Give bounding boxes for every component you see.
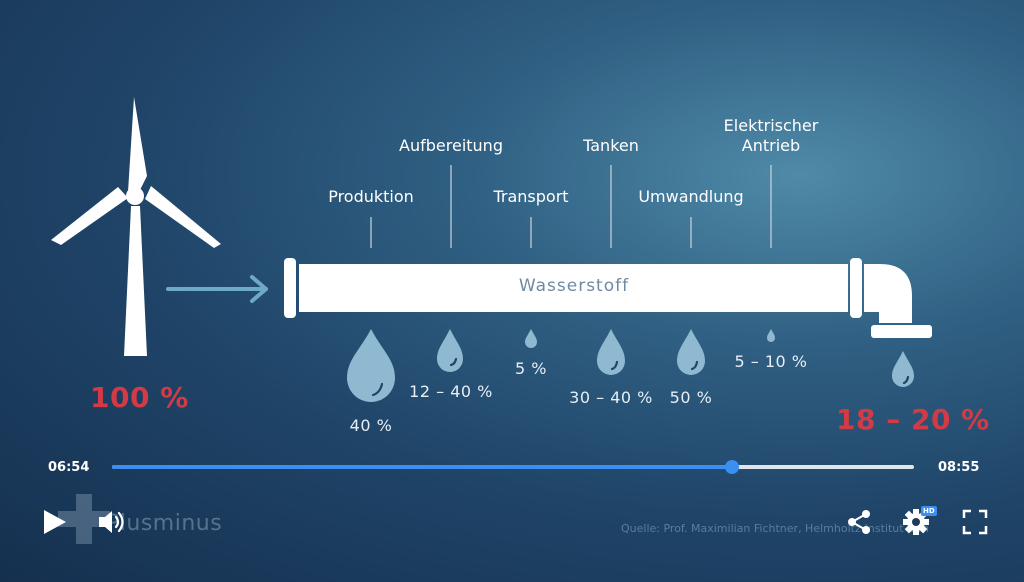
fullscreen-icon: [962, 509, 988, 535]
stage-label-tanken: Tanken: [583, 136, 639, 155]
stage-label-transport: Transport: [493, 187, 569, 206]
stage-label-aufbereitung: Aufbereitung: [399, 136, 503, 155]
volume-icon: [99, 511, 124, 533]
loss-tanken: 30 – 40 %: [569, 388, 653, 407]
loss-produktion: 40 %: [349, 416, 393, 435]
stage-label-produktion: Produktion: [328, 187, 414, 206]
settings-button[interactable]: HD: [902, 506, 937, 536]
hydrogen-pipe: [284, 258, 932, 338]
stage-ticks: [370, 165, 772, 248]
loss-transport: 5 %: [515, 359, 547, 378]
drop-transport: [525, 329, 537, 348]
flow-arrow-icon: [166, 275, 268, 303]
drop-aufbereitung: [437, 329, 463, 372]
share-button[interactable]: [846, 509, 872, 535]
source-credit: Quelle: Prof. Maximilian Fichtner, Helmh…: [621, 522, 929, 535]
fullscreen-button[interactable]: [962, 509, 988, 535]
total-time: 08:55: [938, 460, 980, 475]
progress-bar[interactable]: [112, 460, 914, 474]
drop-output: [892, 351, 914, 387]
loss-aufbereitung: 12 – 40 %: [409, 382, 493, 401]
stage-label-antrieb: Elektrischer Antrieb: [724, 116, 819, 156]
drop-produktion: [347, 329, 395, 402]
volume-button[interactable]: [97, 509, 127, 535]
output-percentage: 18 – 20 %: [836, 403, 990, 436]
current-time: 06:54: [48, 460, 90, 475]
stage-label-antrieb-line1: Elektrischer: [723, 116, 819, 135]
plusminus-logo-icon: [58, 494, 110, 544]
progress-fill: [112, 465, 733, 469]
loss-umwandlung: 50 %: [669, 388, 713, 407]
wind-turbine-icon: [51, 97, 221, 356]
input-percentage: 100 %: [90, 381, 189, 414]
pipe-label: Wasserstoff: [518, 276, 630, 296]
play-icon: [44, 510, 66, 534]
drop-antrieb: [767, 329, 775, 342]
stage-label-umwandlung: Umwandlung: [638, 187, 744, 206]
share-icon: [848, 510, 870, 534]
play-button[interactable]: [42, 508, 68, 536]
progress-scrubber[interactable]: [725, 460, 740, 474]
watermark-logo: Plusminus: [106, 511, 223, 536]
loss-antrieb: 5 – 10 %: [734, 352, 808, 371]
stage-label-antrieb-line2: Antrieb: [741, 136, 801, 155]
drop-umwandlung: [677, 329, 705, 375]
drop-tanken: [597, 329, 625, 375]
hd-badge: HD: [921, 506, 937, 516]
